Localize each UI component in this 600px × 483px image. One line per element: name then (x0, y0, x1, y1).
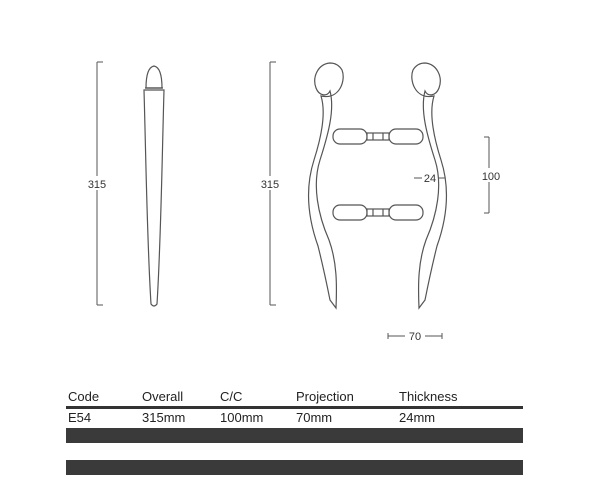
bar-diameter-label: 24 (424, 173, 436, 185)
header-code: Code (68, 389, 100, 404)
right-leg (411, 62, 447, 310)
front-view-handle (308, 62, 447, 310)
side-view-handle (143, 65, 165, 307)
header-overall: Overall (142, 389, 184, 404)
spec-table: Code Overall C/C Projection Thickness E5… (66, 388, 523, 427)
cell-code: E54 (68, 410, 92, 425)
header-projection: Projection (296, 389, 354, 404)
table-band-1 (66, 428, 523, 443)
header-thickness: Thickness (399, 389, 458, 404)
upper-spindle (366, 132, 390, 141)
upper-left-mount (332, 128, 368, 145)
lower-right-mount (388, 204, 424, 221)
cell-projection: 70mm (296, 410, 333, 425)
cell-overall: 315mm (142, 410, 186, 425)
spec-data-row: E54 315mm 100mm 70mm 24mm (66, 409, 523, 427)
front-height-label: 315 (261, 179, 279, 191)
side-height-label: 315 (88, 179, 106, 191)
upper-right-mount (388, 128, 424, 145)
centers-label: 100 (482, 171, 500, 183)
cell-thickness: 24mm (399, 410, 436, 425)
left-leg (308, 62, 344, 310)
header-cc: C/C (220, 389, 243, 404)
cell-cc: 100mm (220, 410, 264, 425)
spec-header-row: Code Overall C/C Projection Thickness (66, 388, 523, 406)
lower-left-mount (332, 204, 368, 221)
table-band-2 (66, 460, 523, 475)
table-header-rule (66, 406, 523, 409)
projection-label: 70 (409, 331, 421, 343)
lower-spindle (366, 208, 390, 217)
